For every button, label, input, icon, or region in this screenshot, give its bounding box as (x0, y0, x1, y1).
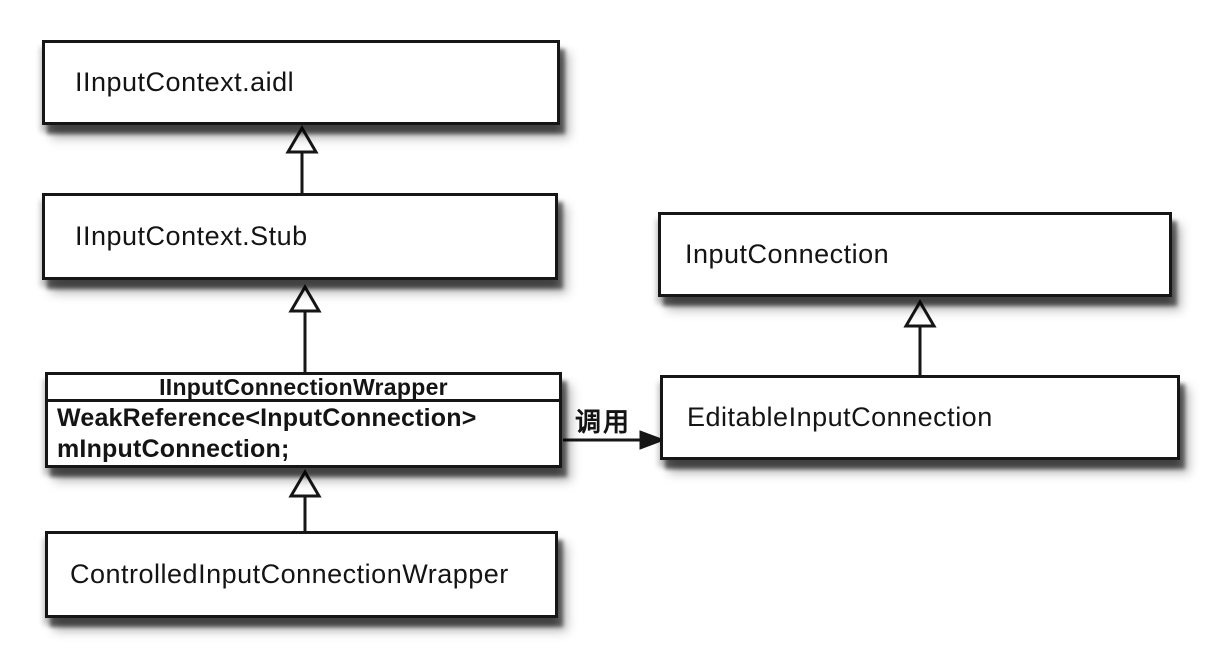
class-box-editableinputconnection: EditableInputConnection (660, 375, 1180, 460)
class-box-iinputcontext-stub: IInputContext.Stub (42, 193, 558, 280)
class-name-inputconnection: InputConnection (685, 239, 890, 269)
class-box-iinputconnectionwrapper: IInputConnectionWrapper WeakReference<In… (45, 372, 562, 468)
class-name-iinputcontext-stub: IInputContext.Stub (75, 221, 308, 251)
class-name-controlledinputconnectionwrapper: ControlledInputConnectionWrapper (70, 559, 509, 589)
class-members-iinputconnectionwrapper: WeakReference<InputConnection> mInputCon… (48, 402, 559, 465)
inheritance-arrow-controlled-to-wrapper (288, 469, 322, 531)
inheritance-arrow-wrapper-to-stub (288, 284, 322, 372)
class-box-iinputcontext-aidl: IInputContext.aidl (42, 40, 560, 125)
class-name-iinputconnectionwrapper: IInputConnectionWrapper (48, 375, 559, 402)
member-field-type: WeakReference<InputConnection> (57, 404, 477, 432)
call-arrow-label: 调用 (574, 407, 631, 437)
call-arrow (563, 430, 666, 450)
inheritance-arrow-editable-to-inputconnection (903, 299, 937, 375)
class-box-inputconnection: InputConnection (658, 212, 1172, 297)
class-name-editableinputconnection: EditableInputConnection (687, 402, 993, 432)
class-name-iinputcontext-aidl: IInputContext.aidl (75, 67, 295, 97)
class-box-controlledinputconnectionwrapper: ControlledInputConnectionWrapper (45, 531, 558, 618)
inheritance-arrow-stub-to-aidl (285, 125, 319, 193)
member-field-name: mInputConnection; (57, 435, 290, 463)
